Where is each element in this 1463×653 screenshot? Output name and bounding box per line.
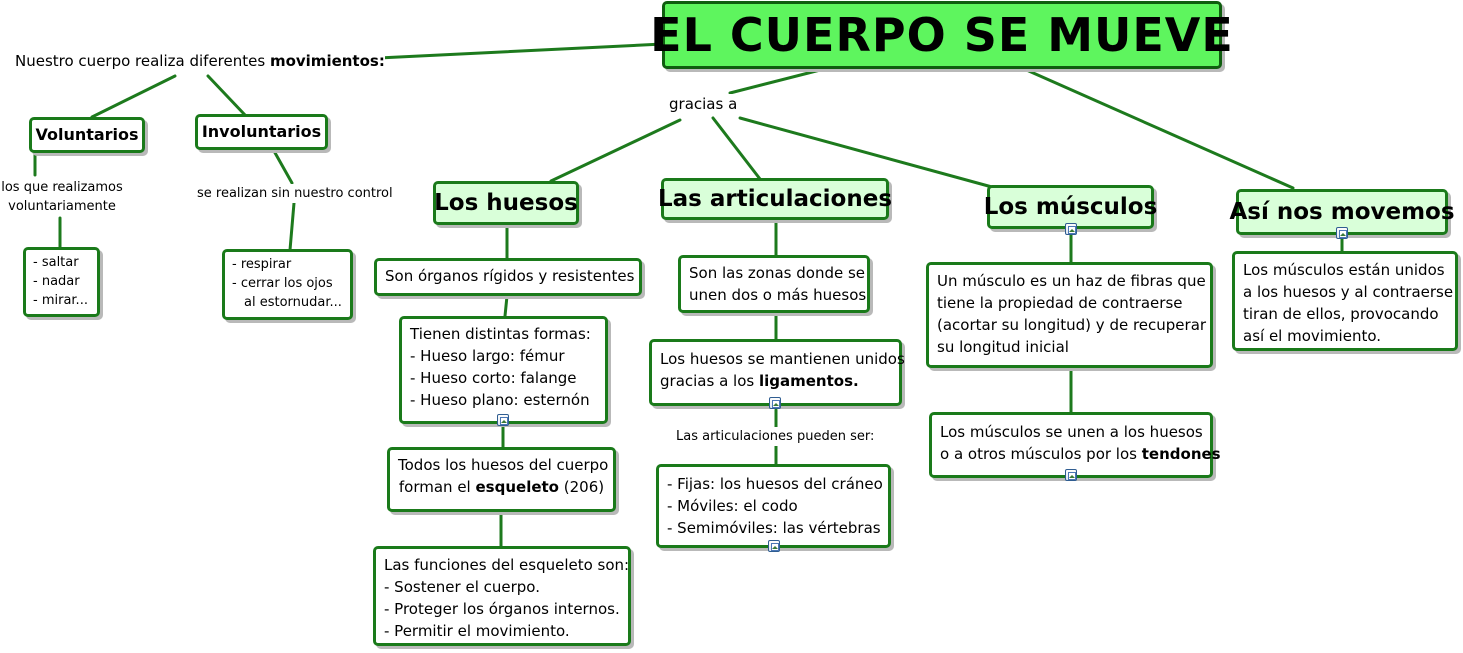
image-icon[interactable]: [1065, 223, 1077, 235]
articulaciones-box: Las articulaciones: [658, 178, 892, 220]
link-gracias-musculos: [738, 116, 994, 189]
voluntarios-examples-box: - saltar - nadar - mirar...: [23, 247, 100, 317]
articulaciones-b3-box: - Fijas: los huesos del cráneo - Móviles…: [656, 464, 891, 548]
articulaciones-b2-box: Los huesos se mantienen unidos gracias a…: [649, 339, 905, 406]
intro-text: Nuestro cuerpo realiza diferentes movimi…: [15, 51, 385, 71]
page-title: EL CUERPO SE MUEVE: [650, 8, 1234, 62]
link-gracias-huesos: [549, 118, 682, 183]
image-icon[interactable]: [1065, 469, 1077, 481]
link-title-movemos: [1020, 66, 1295, 190]
link-title-intro: [376, 42, 665, 60]
link-intro-voluntarios: [90, 74, 177, 119]
musculos-box: Los músculos: [984, 185, 1157, 229]
image-icon[interactable]: [1336, 227, 1348, 239]
articulaciones-b1-box: Son las zonas donde se unen dos o más hu…: [678, 255, 870, 313]
voluntarios-box: Voluntarios: [29, 117, 145, 153]
involuntarios-box: Involuntarios: [195, 114, 328, 150]
link-title-gracias: [728, 66, 830, 95]
involuntarios-desc: se realizan sin nuestro control: [197, 184, 393, 203]
musculos-b2-box: Los músculos se unen a los huesos o a ot…: [929, 412, 1221, 478]
huesos-box: Los huesos: [433, 181, 579, 225]
musculos-b1-box: Un músculo es un haz de fibras que tiene…: [926, 262, 1213, 368]
movemos-b1-box: Los músculos están unidos a los huesos y…: [1232, 251, 1458, 351]
huesos-b4-box: Las funciones del esqueleto son: - Soste…: [373, 546, 631, 646]
link-huesos-b1-b2: [503, 294, 509, 318]
image-icon[interactable]: [768, 540, 780, 552]
involuntarios-examples-box: - respirar - cerrar los ojos al estornud…: [222, 249, 353, 320]
huesos-b1-box: Son órganos rígidos y resistentes: [374, 258, 642, 296]
image-icon[interactable]: [497, 414, 509, 426]
articulaciones-tipos-label: Las articulaciones pueden ser:: [676, 427, 875, 446]
image-icon[interactable]: [769, 397, 781, 409]
link-gracias-articulaciones: [711, 116, 762, 181]
link-involuntarios-desc: [272, 149, 294, 185]
link-intro-involuntarios: [206, 74, 247, 117]
title-box: EL CUERPO SE MUEVE: [650, 1, 1233, 69]
gracias-label: gracias a: [669, 94, 738, 114]
huesos-b3-box: Todos los huesos del cuerpo forman el es…: [387, 447, 616, 512]
huesos-b2-box: Tienen distintas formas: - Hueso largo: …: [399, 316, 608, 424]
link-involuntarios-examples: [288, 201, 296, 252]
voluntarios-desc: los que realizamos voluntariamente: [1, 178, 123, 216]
